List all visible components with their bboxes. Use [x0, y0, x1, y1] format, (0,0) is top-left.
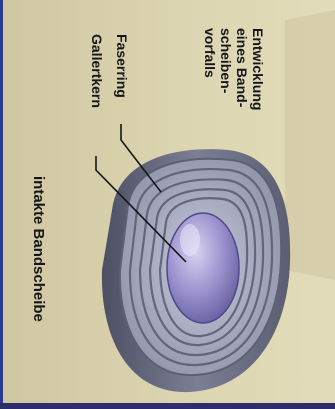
title-line-2: eines Band-	[234, 28, 250, 107]
title-line-1: Entwicklung	[250, 28, 266, 110]
background-shadow-shape	[285, 10, 335, 280]
title-line-4: vorfalls	[202, 28, 218, 78]
bottom-border	[0, 403, 335, 409]
caption-label: intakte Bandscheibe	[30, 176, 46, 322]
nucleus-highlight	[180, 224, 200, 256]
title-line-3: scheiben-	[218, 28, 234, 93]
left-border	[0, 0, 3, 409]
title-label: Entwicklung eines Band- scheiben- vorfal…	[202, 28, 266, 110]
gallertkern-shape	[167, 213, 239, 323]
faserring-label: Faserring	[114, 34, 130, 98]
gallertkern-label: Gallertkern	[89, 34, 105, 108]
